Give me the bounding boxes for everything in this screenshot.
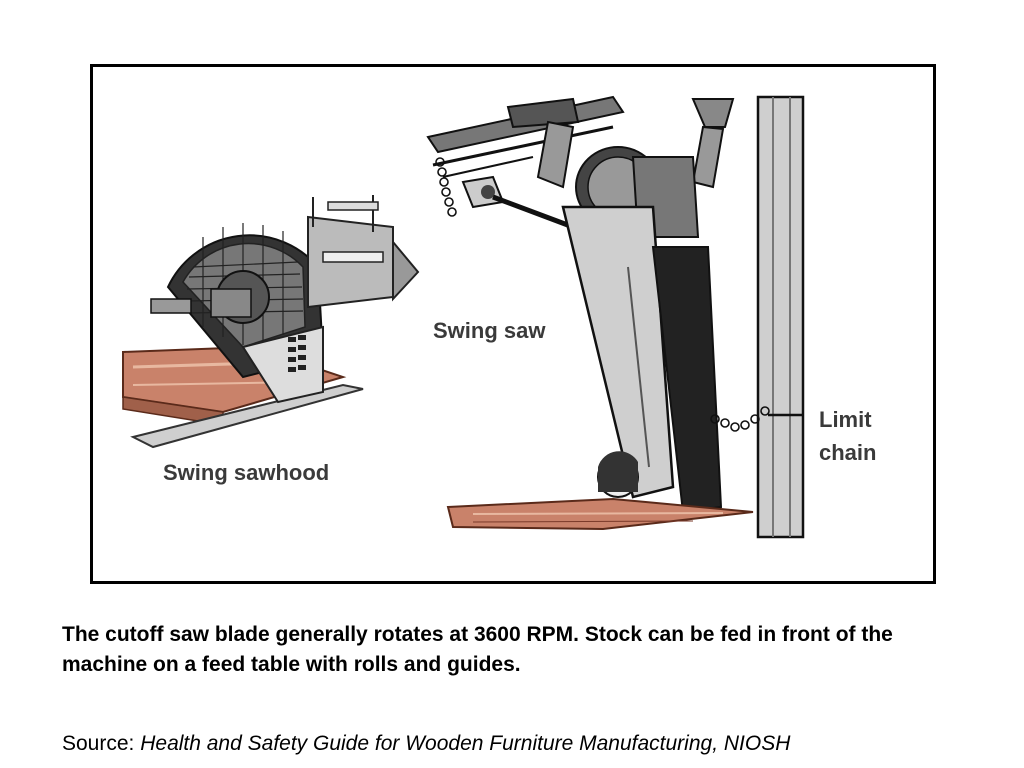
figure-frame: Swing sawhood (90, 64, 936, 584)
figure-caption: The cutoff saw blade generally rotates a… (62, 623, 893, 676)
label-swing-saw: Swing saw (433, 318, 546, 343)
swing-saw-illustration: Swing sawhood (122, 95, 876, 539)
source-prefix: Source: (62, 732, 141, 755)
label-limit-chain-line1: Limit (819, 407, 872, 432)
source-citation: Source: Health and Safety Guide for Wood… (62, 729, 790, 759)
swing-saw-drawing (426, 95, 805, 539)
source-title: Health and Safety Guide for Wooden Furni… (140, 732, 791, 755)
sawhood-drawing (122, 195, 420, 449)
label-limit-chain-line2: chain (819, 440, 876, 465)
label-swing-sawhood: Swing sawhood (163, 460, 329, 485)
